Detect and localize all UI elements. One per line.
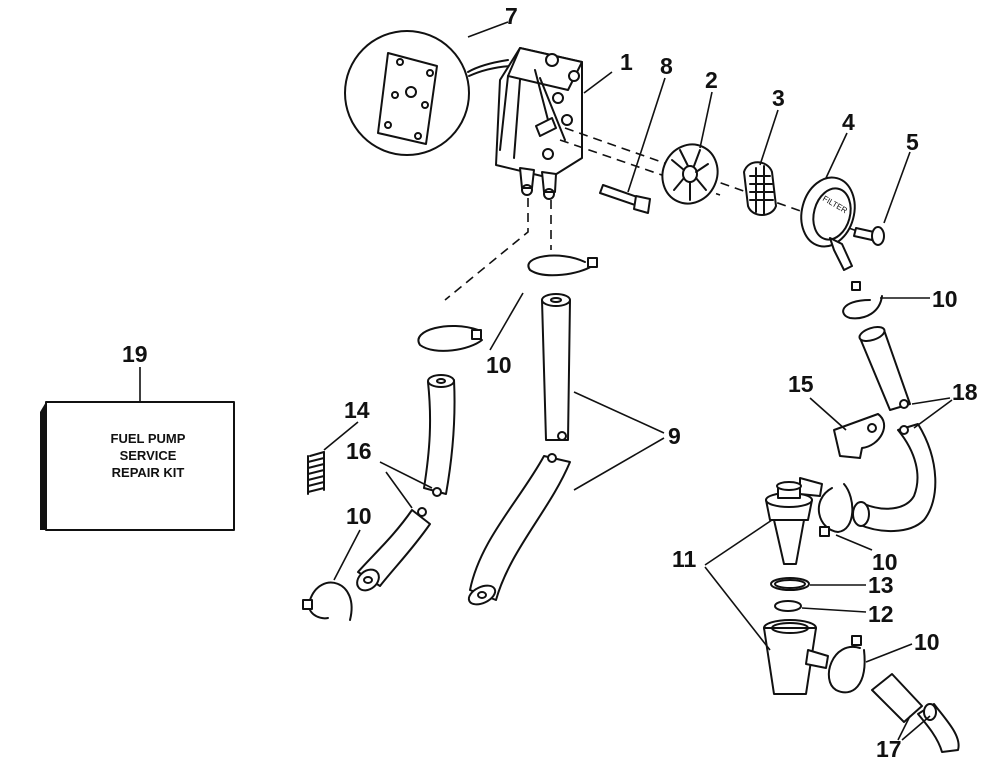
fuel-filter-assembly-11	[704, 477, 829, 695]
callout-10-upper-left: 10	[486, 352, 512, 378]
spring-14	[307, 421, 359, 495]
bracket-15	[809, 397, 885, 459]
clamp-10-mid-right	[817, 483, 873, 551]
callout-7: 7	[505, 3, 518, 29]
kit-label-line1: FUEL PUMP	[111, 431, 186, 446]
hose-9-straight	[541, 293, 571, 441]
callout-3: 3	[772, 85, 785, 111]
hose-18-short	[858, 326, 911, 411]
clamp-10-right-top	[842, 281, 930, 320]
callout-17: 17	[876, 736, 902, 762]
callout-14: 14	[344, 397, 370, 423]
service-repair-kit-box: FUEL PUMP SERVICE REPAIR KIT	[40, 367, 235, 531]
hose-18-long	[852, 423, 937, 533]
callout-18: 18	[952, 379, 978, 405]
callout-4: 4	[842, 109, 855, 135]
mesh-gasket-3	[743, 109, 779, 216]
screen-disc-2	[661, 91, 719, 205]
clamp-10-upper-left	[417, 292, 524, 352]
callout-8: 8	[660, 53, 673, 79]
callout-10-lower-right: 10	[914, 629, 940, 655]
hose-16-lower	[356, 507, 431, 592]
callout-13: 13	[868, 572, 894, 598]
callout-1: 1	[620, 49, 633, 75]
kit-label-line2: SERVICE	[120, 448, 177, 463]
callout-labels: 1 2 3 4 5 7 8 9 10 10 10 10 10 11 12 13 …	[122, 3, 978, 762]
clamp-10-lower-right	[827, 635, 913, 694]
kit-label-line3: REPAIR KIT	[112, 465, 185, 480]
callout-5: 5	[906, 129, 919, 155]
callout-19: 19	[122, 341, 148, 367]
callout-2: 2	[705, 67, 718, 93]
callout-16: 16	[346, 438, 372, 464]
o-ring-13	[770, 577, 866, 591]
callout-11: 11	[672, 546, 697, 572]
hose-16-upper	[423, 374, 456, 497]
callout-15: 15	[788, 371, 814, 397]
screw-8	[599, 77, 666, 214]
filter-cover-4: FILTER	[800, 132, 856, 271]
o-ring-12	[774, 600, 867, 613]
callout-10-right-top: 10	[932, 286, 958, 312]
clamp-10-lower-left	[302, 529, 361, 621]
bolt-5	[853, 151, 911, 246]
callout-10-mid-right: 10	[872, 549, 898, 575]
hose-17	[871, 673, 960, 753]
hose-9-curved	[467, 453, 571, 606]
callout-12: 12	[868, 601, 894, 627]
callout-10-lower-left: 10	[346, 503, 372, 529]
clamp-10-upper-center	[527, 254, 598, 277]
fuel-pump-body	[495, 47, 613, 200]
callout-9: 9	[668, 423, 681, 449]
diaphragm-detail-view	[344, 21, 511, 156]
